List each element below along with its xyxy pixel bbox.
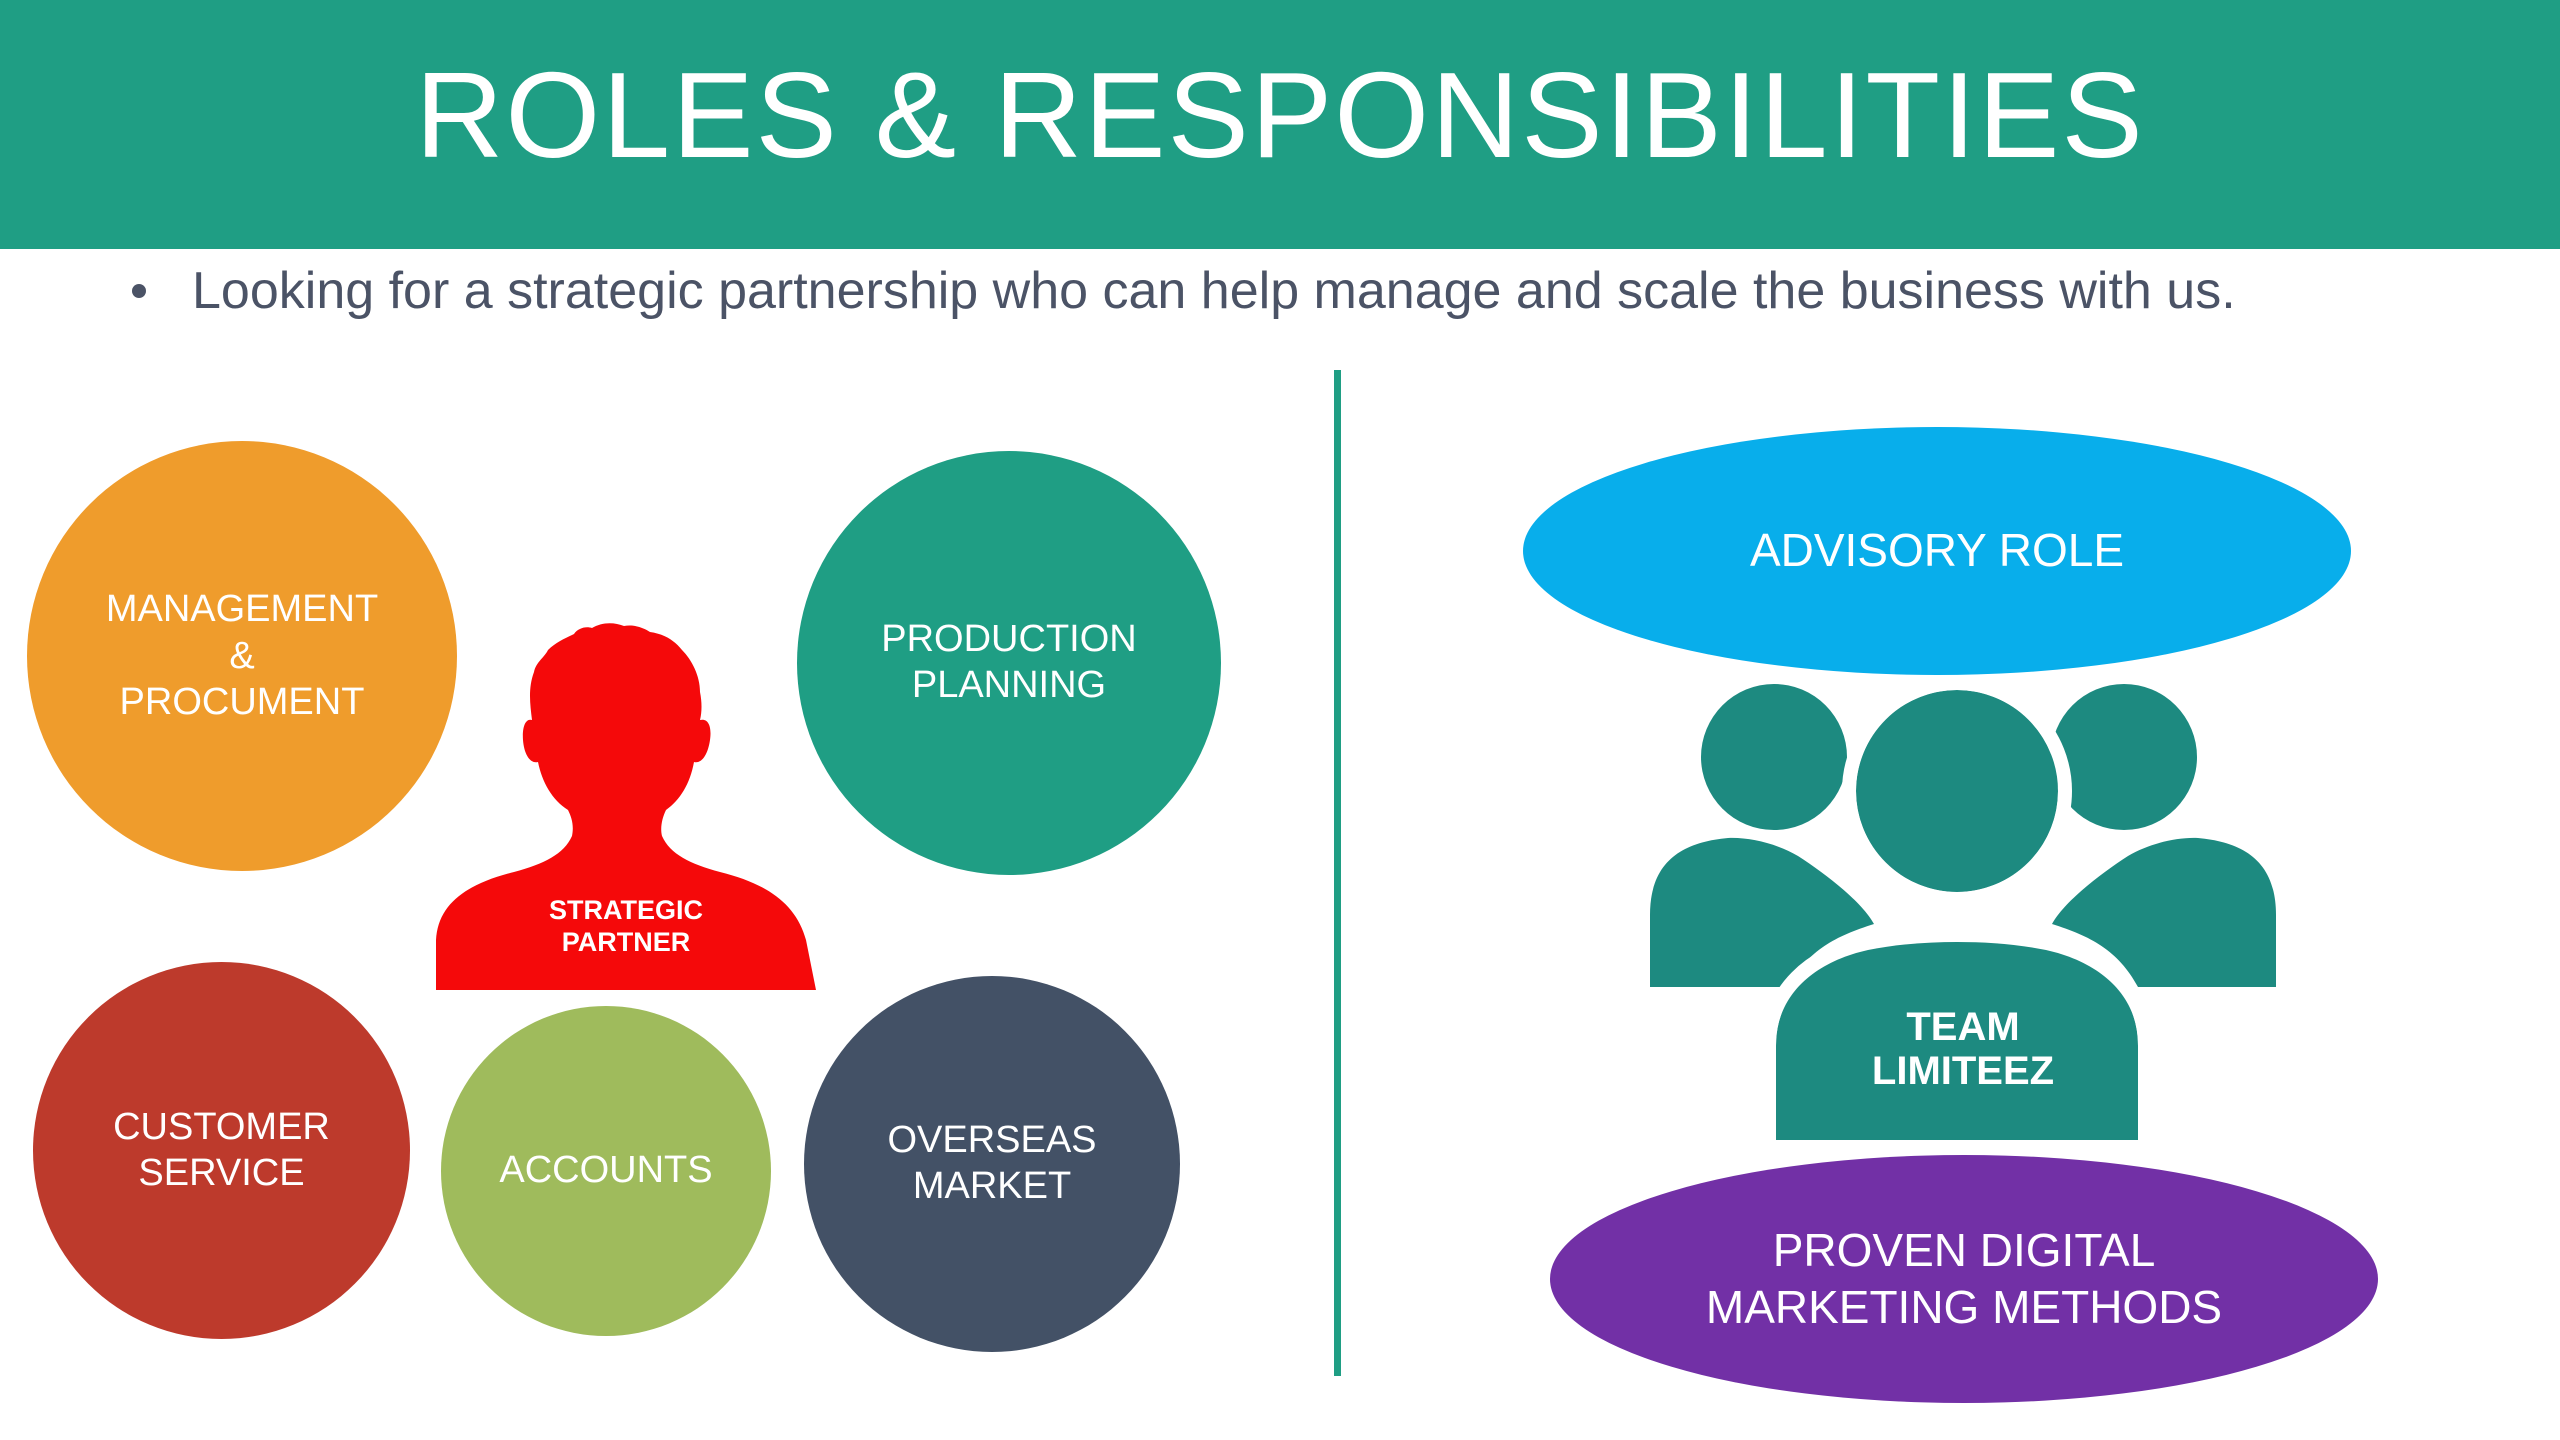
production-planning-circle: PRODUCTION PLANNING: [797, 451, 1221, 875]
bullet-point: Looking for a strategic partnership who …: [132, 256, 2236, 326]
team-limiteez: TEAM LIMITEEZ: [1648, 680, 2278, 1140]
overseas-market-circle: OVERSEAS MARKET: [804, 976, 1180, 1352]
group-of-people-icon: [1650, 680, 2276, 1140]
proven-digital-marketing-ellipse: PROVEN DIGITAL MARKETING METHODS: [1550, 1155, 2378, 1403]
bullet-marker: [132, 284, 146, 298]
customer-service-circle: CUSTOMER SERVICE: [33, 962, 410, 1339]
accounts-circle: ACCOUNTS: [441, 1006, 771, 1336]
vertical-divider: [1334, 370, 1341, 1376]
strategic-partner-label: STRATEGIC PARTNER: [549, 895, 703, 958]
title-banner: ROLES & RESPONSIBILITIES: [0, 0, 2560, 249]
advisory-role-ellipse: ADVISORY ROLE: [1523, 427, 2351, 675]
management-procurement-circle: MANAGEMENT & PROCUMENT: [27, 441, 457, 871]
person-silhouette-icon: [436, 623, 816, 990]
page-title: ROLES & RESPONSIBILITIES: [415, 46, 2145, 183]
bullet-text: Looking for a strategic partnership who …: [192, 262, 2236, 320]
strategic-partner: STRATEGIC PARTNER: [436, 622, 816, 990]
team-limiteez-label: TEAM LIMITEEZ: [1871, 1005, 2055, 1093]
